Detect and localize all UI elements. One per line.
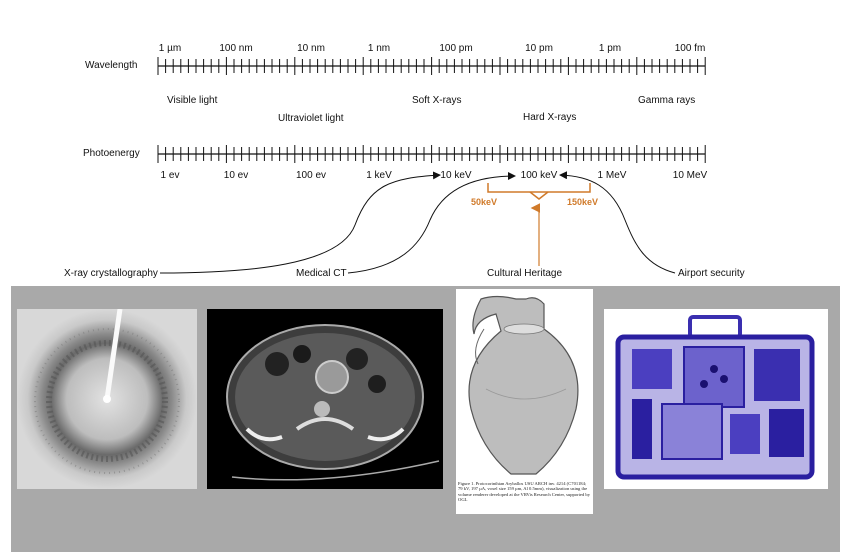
- app-medical-ct-label: Medical CT: [296, 268, 347, 279]
- range-low-label: 50keV: [471, 197, 498, 207]
- app-crystallography-label: X-ray crystallography: [64, 268, 158, 279]
- wl-tick-label: 100 fm: [674, 43, 706, 54]
- suitcase-xray-image: [604, 309, 828, 489]
- crystallography-arrow: [159, 171, 441, 274]
- region-hard-xrays: Hard X-rays: [523, 112, 577, 123]
- photoenergy-ruler: [157, 145, 706, 163]
- airport-arrow: [559, 171, 676, 274]
- pe-tick-label: 1 MeV: [597, 170, 627, 181]
- wl-tick-label: 1 pm: [598, 43, 622, 54]
- pe-tick-label: 10 keV: [440, 170, 472, 181]
- bracket-point: [529, 191, 549, 200]
- figure-caption: Figure 1. Protocorinthian Aryballos USU …: [458, 481, 591, 503]
- pe-tick-label: 100 keV: [520, 170, 558, 181]
- region-visible-light: Visible light: [167, 95, 218, 106]
- medical-ct-arrow: [347, 172, 516, 274]
- wl-tick-label: 10 pm: [525, 43, 553, 54]
- wl-tick-label: 100 nm: [219, 43, 253, 54]
- pe-tick-label: 1 keV: [366, 170, 392, 181]
- ct-scan-image: [207, 309, 443, 489]
- wavelength-ruler: [157, 57, 706, 75]
- region-gamma-rays: Gamma rays: [638, 95, 696, 106]
- vase-xray-image: Figure 1. Protocorinthian Aryballos USU …: [456, 289, 593, 514]
- wl-tick-label: 1 nm: [367, 43, 391, 54]
- pe-tick-label: 1 ev: [160, 170, 180, 181]
- wavelength-title: Wavelength: [85, 60, 138, 71]
- wl-tick-label: 100 pm: [439, 43, 473, 54]
- region-soft-xrays: Soft X-rays: [412, 95, 462, 106]
- wl-tick-label: 1 µm: [158, 43, 182, 54]
- range-bracket: [487, 183, 591, 193]
- pe-tick-label: 10 MeV: [672, 170, 708, 181]
- photoenergy-title: Photoenergy: [83, 148, 140, 159]
- wl-tick-label: 10 nm: [297, 43, 325, 54]
- app-cultural-heritage-label: Cultural Heritage: [487, 268, 563, 279]
- app-airport-security-label: Airport security: [678, 268, 745, 279]
- pe-tick-label: 10 ev: [223, 170, 249, 181]
- range-high-label: 150keV: [567, 197, 599, 207]
- region-ultraviolet: Ultraviolet light: [278, 113, 344, 124]
- pe-tick-label: 100 ev: [295, 170, 327, 181]
- diffraction-image: [17, 309, 197, 489]
